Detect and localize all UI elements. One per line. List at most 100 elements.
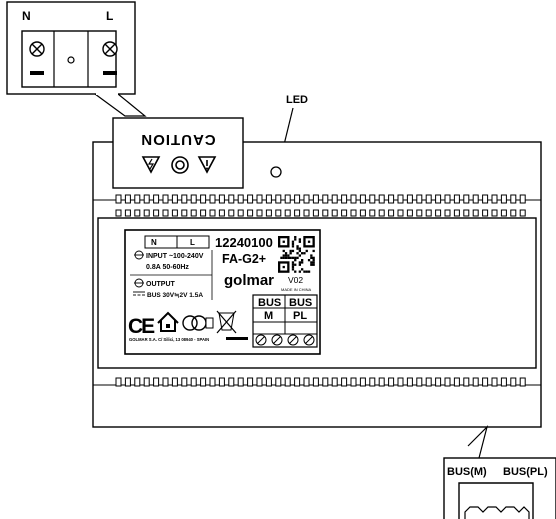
vent-slot [162, 194, 169, 204]
vent-slot [312, 209, 319, 217]
vent-slot [171, 194, 178, 204]
vent-slot [331, 209, 338, 217]
vent-slot [406, 209, 413, 217]
vent-slot [303, 209, 310, 217]
vent-slot [406, 194, 413, 204]
indoor-use-icon [157, 311, 179, 332]
vent-slot [482, 377, 489, 387]
neutral-label: N [22, 9, 31, 23]
vent-slot [190, 209, 197, 217]
bus-terminal-callout: BUS(M) BUS(PL) [443, 425, 556, 519]
bus-pl-label: PL [293, 310, 307, 322]
vent-slot [510, 209, 517, 217]
vent-slot [322, 377, 329, 387]
vent-slot [124, 209, 131, 217]
bus-m-callout-label: BUS(M) [447, 466, 487, 478]
qr-code [277, 235, 316, 274]
safety-transformer-icon [182, 315, 214, 331]
caution-text: CAUTION [140, 131, 215, 148]
barcode-strip [226, 337, 248, 340]
output-label: OUTPUT [146, 281, 176, 288]
vent-slot [491, 377, 498, 387]
vent-slot [472, 209, 479, 217]
bus-screw-icons [255, 334, 315, 346]
vent-slot [228, 377, 235, 387]
vent-slot [162, 377, 169, 387]
bus-m-header: BUS [258, 297, 281, 309]
vent-slot [265, 209, 272, 217]
vent-slot [359, 209, 366, 217]
vent-slot [265, 194, 272, 204]
vent-slot [115, 194, 122, 204]
vent-slot [359, 377, 366, 387]
vent-slot [369, 209, 376, 217]
vent-slot [500, 377, 507, 387]
dc-output-icon [134, 278, 144, 288]
vent-slot [453, 209, 460, 217]
neutral-screw-icon [29, 41, 45, 75]
live-label: L [106, 9, 113, 23]
output-rating: BUS 30V≒2V 1.5A [147, 291, 203, 299]
vent-slot [397, 209, 404, 217]
vent-slot [350, 377, 357, 387]
vent-slot [247, 377, 254, 387]
vent-slot [341, 209, 348, 217]
vent-slot [200, 194, 207, 204]
vent-slot [425, 377, 432, 387]
vent-slot [453, 377, 460, 387]
vent-slot [181, 194, 188, 204]
vent-slot [425, 209, 432, 217]
vent-slot [209, 377, 216, 387]
ventilation-slots-bottom [115, 377, 526, 387]
vent-slot [519, 194, 526, 204]
vent-slot [359, 194, 366, 204]
vent-slot [275, 209, 282, 217]
electric-hazard-icon [141, 156, 161, 174]
bus-connector-icon [458, 482, 534, 519]
vent-slot [312, 194, 319, 204]
vent-slot [218, 194, 225, 204]
vent-slot [369, 377, 376, 387]
vent-slot [331, 377, 338, 387]
vent-slot [425, 194, 432, 204]
vent-slot [491, 209, 498, 217]
vent-slot [284, 377, 291, 387]
dc-symbol-icon [133, 291, 145, 296]
vent-slot [143, 377, 150, 387]
vent-slot [218, 209, 225, 217]
vent-slot [444, 194, 451, 204]
vent-slot [406, 377, 413, 387]
vent-slot [491, 194, 498, 204]
vent-slot [143, 194, 150, 204]
vent-slot [519, 377, 526, 387]
vent-slot [482, 194, 489, 204]
vent-slot [294, 209, 301, 217]
vent-slot [350, 194, 357, 204]
bus-m-label: M [264, 310, 273, 322]
part-number: 12240100 [215, 235, 273, 250]
vent-slot [341, 377, 348, 387]
vent-slot [312, 377, 319, 387]
vent-slot [500, 209, 507, 217]
vent-slot [256, 194, 263, 204]
vent-slot [397, 194, 404, 204]
vent-slot [237, 377, 244, 387]
vent-slot [322, 209, 329, 217]
label-n: N [151, 238, 157, 247]
vent-slot [500, 194, 507, 204]
vent-slot [200, 209, 207, 217]
ac-input-icon [134, 250, 144, 260]
vent-slot [472, 377, 479, 387]
brand-logo: golmar [224, 272, 274, 289]
vent-slot [369, 194, 376, 204]
vent-slot [181, 209, 188, 217]
vent-slot [237, 194, 244, 204]
vent-slot [453, 194, 460, 204]
vent-slot [472, 194, 479, 204]
vent-slot [463, 209, 470, 217]
vent-slot [134, 377, 141, 387]
caution-cover: CAUTION [112, 117, 244, 189]
vent-slot [510, 377, 517, 387]
vent-slot [181, 377, 188, 387]
vent-slot [134, 209, 141, 217]
